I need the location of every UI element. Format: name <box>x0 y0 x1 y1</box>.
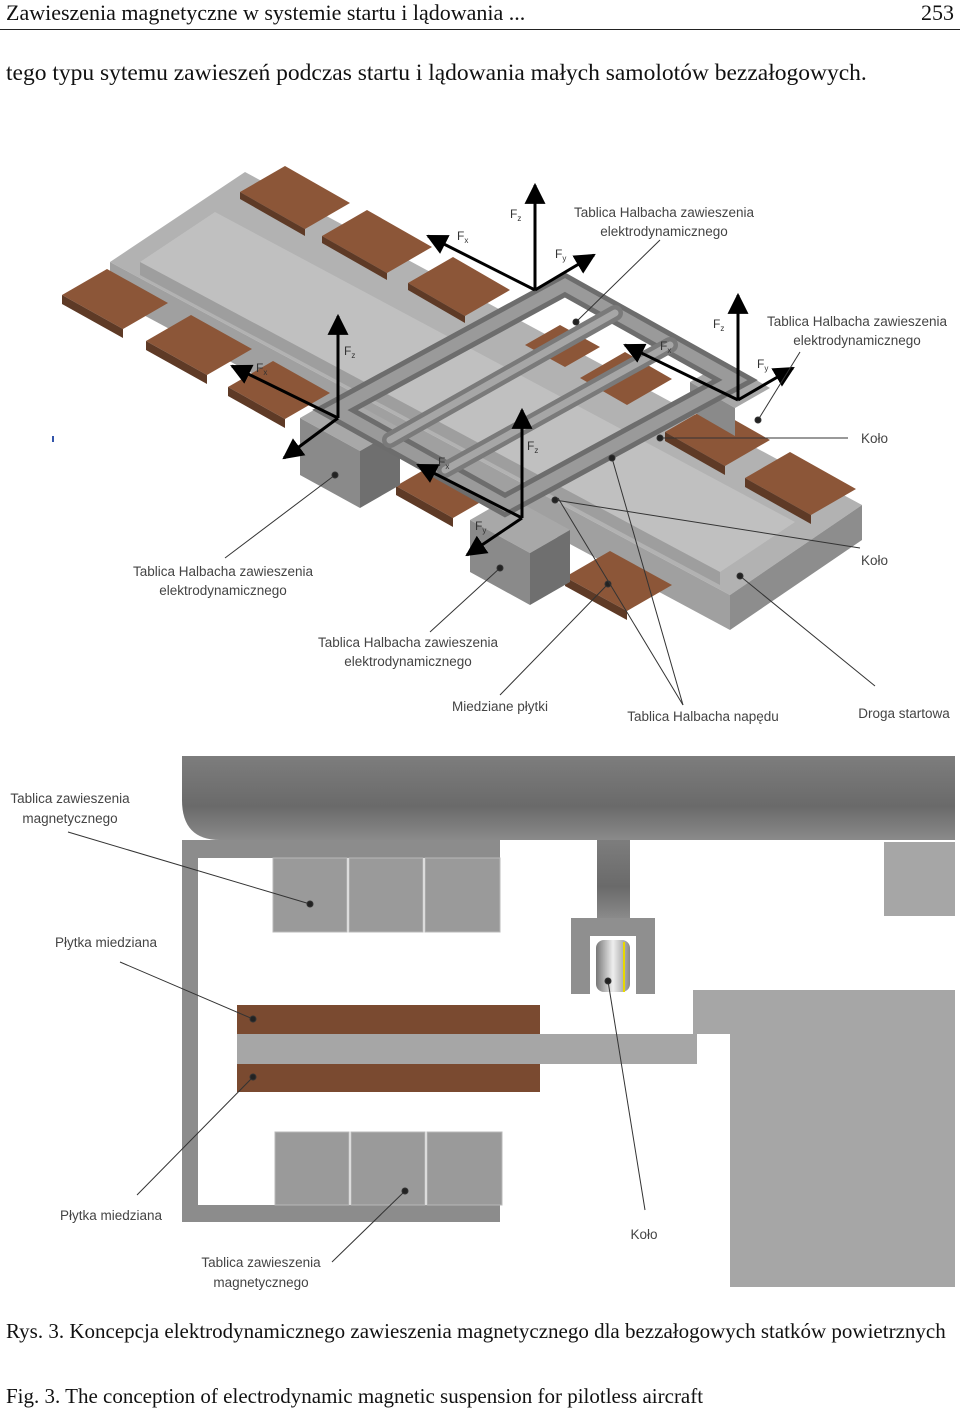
label-halbach-drive: Tablica Halbacha napędu <box>627 709 779 724</box>
carriage-beam <box>182 756 955 840</box>
wheel-strut <box>597 840 630 918</box>
copper-plate-lower <box>237 1064 540 1092</box>
copper-plate <box>665 406 770 475</box>
copper-plate-upper <box>237 1005 540 1034</box>
force-label-fx: Fx <box>457 229 468 245</box>
label-runway: Droga startowa <box>858 706 950 721</box>
force-label-fz: Fz <box>527 439 538 455</box>
label-wheel-1: Koło <box>861 431 888 446</box>
figure-caption-pl: Rys. 3. Koncepcja elektrodynamicznego za… <box>6 1319 946 1343</box>
suspension-magnet-array-top <box>272 857 501 933</box>
rail-core <box>237 1034 697 1064</box>
wheel <box>596 940 630 992</box>
copper-plate <box>565 551 672 620</box>
copper-plate <box>146 315 252 384</box>
force-label-fz: Fz <box>510 207 521 223</box>
label-wheel: Koło <box>630 1227 657 1242</box>
force-label-fx: Fx <box>438 455 449 471</box>
running-title: Zawieszenia magnetyczne w systemie start… <box>6 0 526 25</box>
copper-plate <box>322 210 432 280</box>
copper-plate <box>745 452 856 524</box>
copper-plate <box>240 166 350 236</box>
force-label-fy: Fy <box>757 357 768 373</box>
force-vectors <box>230 182 795 557</box>
force-label-fx: Fx <box>660 339 671 355</box>
label-copper-plate-upper: Płytka miedziana <box>55 935 158 950</box>
label-wheel-2: Koło <box>861 553 888 568</box>
force-label-fz: Fz <box>713 317 724 333</box>
force-labels: Fz Fx Fy Fz Fx Fy Fz Fx Fz Fx Fy <box>256 207 768 535</box>
force-label-fy: Fy <box>555 247 566 263</box>
force-label-fx: Fx <box>256 361 267 377</box>
figure-3: Fz Fx Fy Fz Fx Fy Fz Fx Fz Fx Fy <box>10 166 955 1290</box>
force-label-fy: Fy <box>475 519 486 535</box>
runway-side <box>730 505 862 630</box>
runway-block <box>693 990 955 1287</box>
label-copper-plate-lower: Płytka miedziana <box>60 1208 163 1223</box>
body-paragraph: tego typu sytemu zawieszeń podczas start… <box>6 60 867 86</box>
label-copper-plates: Miedziane płytki <box>452 699 548 714</box>
force-label-fz: Fz <box>344 344 355 360</box>
copper-plate <box>408 257 510 323</box>
page-number: 253 <box>921 0 954 25</box>
running-header: Zawieszenia magnetyczne w systemie start… <box>0 0 960 30</box>
suspension-magnet-array-bottom <box>274 1131 503 1206</box>
copper-plate <box>62 269 168 338</box>
isometric-view: Fz Fx Fy Fz Fx Fy Fz Fx Fz Fx Fy <box>52 166 950 724</box>
carriage-frame <box>312 272 758 518</box>
leader-lines <box>52 239 876 706</box>
side-block <box>884 842 955 916</box>
figure-caption-en: Fig. 3. The conception of electrodynamic… <box>6 1384 704 1408</box>
leader-lines-bottom <box>67 831 646 1263</box>
